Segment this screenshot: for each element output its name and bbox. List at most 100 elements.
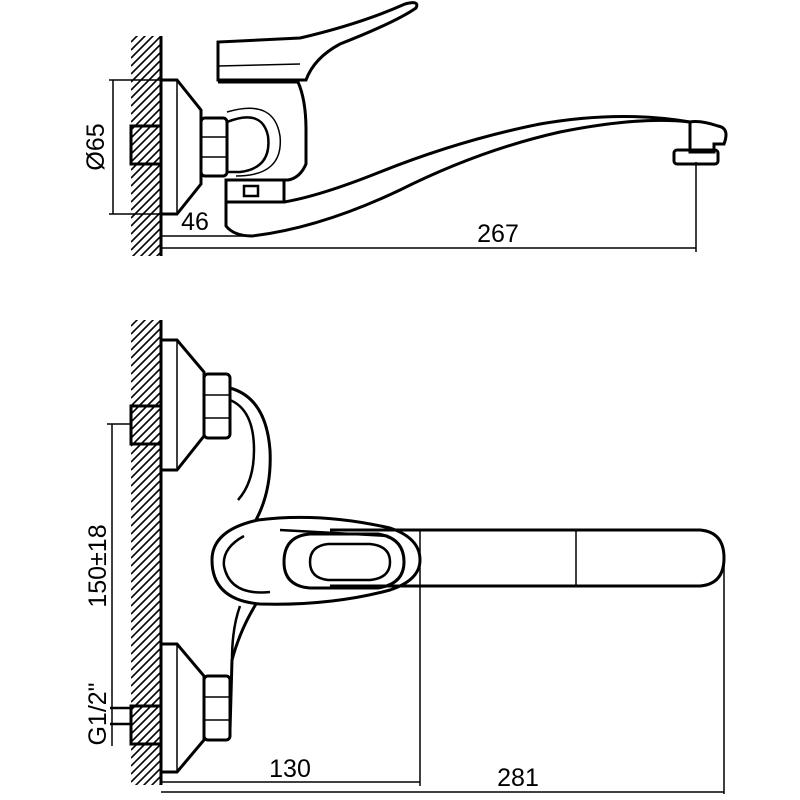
hatch-line: [131, 471, 161, 503]
lever-seam: [217, 63, 301, 67]
hatch-line: [131, 735, 161, 767]
wall-hatching-bottom: [131, 280, 161, 785]
hatch-line: [131, 203, 161, 235]
label-diameter: Ø65: [82, 123, 110, 170]
hatch-line: [131, 615, 161, 647]
wall-flange-side: [161, 78, 203, 216]
hatch-line: [131, 543, 161, 575]
hatch-line: [131, 320, 161, 351]
label-thread: G1/2": [84, 682, 112, 745]
hatch-line: [131, 227, 161, 256]
hatch-line: [131, 575, 161, 607]
body-inner-curve-2: [226, 107, 281, 177]
spout-front: [330, 528, 726, 588]
hatch-line: [131, 535, 161, 567]
label-axis-distance: 130: [269, 755, 311, 783]
hatch-line: [131, 288, 161, 318]
lever-window: [282, 532, 406, 590]
hatch-line: [131, 260, 161, 290]
hatch-line: [131, 155, 161, 187]
hatch-line: [131, 43, 161, 75]
hatch-line: [131, 383, 161, 415]
hatch-line: [131, 123, 161, 155]
hatch-line: [131, 479, 161, 511]
hatch-line: [131, 36, 161, 67]
front-view: 150±18 G1/2" 130 281: [84, 280, 726, 794]
hatch-line: [131, 0, 161, 26]
hatch-line: [131, 447, 161, 479]
hex-nut-lower: [202, 674, 232, 742]
inlet-stub-side: [129, 124, 163, 166]
collar-pin: [242, 184, 260, 198]
hatch-line: [131, 335, 161, 367]
hatch-line: [131, 320, 155, 343]
spout-upper-edge: [283, 114, 691, 204]
hatch-line: [131, 455, 161, 487]
hatch-line: [131, 687, 161, 719]
spout-side: [224, 118, 728, 238]
hatch-line: [131, 463, 161, 495]
hatch-line: [155, 251, 161, 256]
hatch-line: [131, 631, 161, 663]
hatch-line: [131, 567, 161, 599]
hatch-line: [131, 591, 161, 623]
spout-collar-side: [224, 178, 286, 204]
hatch-line: [131, 359, 161, 391]
hatch-line: [131, 407, 161, 439]
hatch-line: [131, 695, 161, 727]
hatch-line: [131, 623, 161, 655]
hatch-line: [131, 647, 161, 679]
hatch-line: [131, 415, 161, 447]
hatch-line: [131, 4, 161, 34]
label-offset: 46: [181, 208, 209, 236]
hatch-line: [131, 219, 161, 251]
hatch-line: [131, 91, 161, 123]
label-height: 150±18: [84, 524, 112, 607]
hatch-line: [131, 36, 147, 51]
hatch-line: [131, 703, 161, 735]
wall-hatching-top: [131, 0, 161, 290]
hatch-line: [131, 59, 161, 91]
side-view: Ø65 46 267: [82, 0, 728, 290]
hatch-line: [131, 280, 161, 310]
hatch-line: [131, 559, 161, 591]
hatch-line: [131, 36, 155, 59]
hatch-line: [131, 115, 161, 147]
hatch-line: [131, 423, 161, 455]
hatch-line: [131, 343, 161, 375]
hatch-line: [131, 320, 139, 327]
hatch-line: [131, 320, 147, 335]
hatch-line: [131, 487, 161, 519]
hatch-line: [131, 367, 161, 399]
lever-front-inner: [222, 528, 389, 594]
hatch-line: [131, 67, 161, 99]
mixer-body-side: [218, 80, 308, 182]
hatch-line: [131, 131, 161, 163]
hatch-line: [142, 767, 161, 785]
lever-handle-side: [216, 1, 419, 82]
flange-upper: [161, 338, 206, 472]
thread-stub: [110, 706, 131, 726]
body-inner-curve: [226, 116, 270, 174]
hatch-line: [131, 655, 161, 687]
hatch-line: [131, 639, 161, 671]
lever-window-inner: [308, 542, 392, 582]
hatch-line: [131, 431, 161, 463]
hatch-line: [150, 775, 161, 785]
hatch-line: [131, 163, 161, 195]
lever-front: [210, 515, 422, 606]
hatch-line: [131, 195, 161, 227]
hatch-line: [134, 759, 161, 785]
label-reach: 267: [477, 220, 519, 248]
hatch-line: [131, 211, 161, 243]
hatch-line: [131, 663, 161, 695]
hatch-line: [131, 599, 161, 631]
hatch-line: [131, 503, 161, 535]
hatch-line: [131, 711, 161, 743]
hatch-line: [131, 495, 161, 527]
hatch-line: [131, 519, 161, 551]
label-overall: 281: [497, 764, 539, 792]
hatch-line: [131, 583, 161, 615]
hatch-line: [131, 179, 161, 211]
